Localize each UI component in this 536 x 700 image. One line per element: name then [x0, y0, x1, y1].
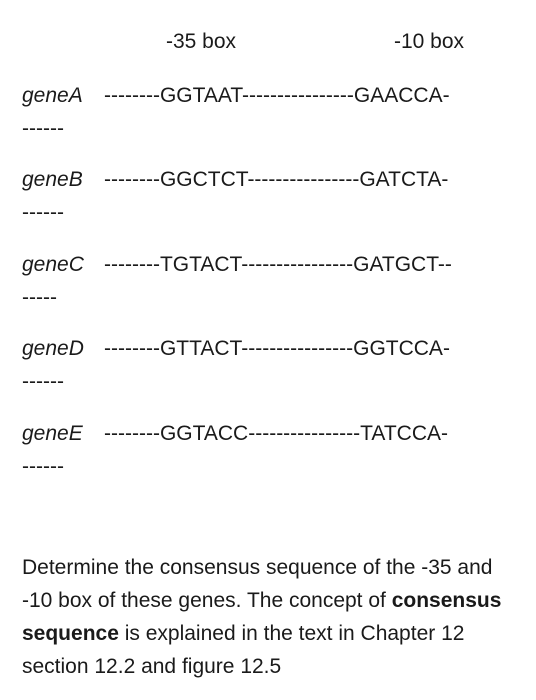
box-10-header: -10 box — [394, 30, 465, 53]
question-part-2: is explained in the text in Chapter 12 s… — [22, 622, 465, 678]
gene-sequence-continuation: ----- — [22, 286, 57, 309]
gene-sequence-continuation: ------ — [22, 201, 64, 224]
gene-name: geneA — [22, 84, 83, 107]
gene-sequence: --------TGTACT----------------GATGCT-- — [104, 253, 452, 276]
gene-name: geneD — [22, 337, 84, 360]
box-35-header: -35 box — [166, 30, 237, 53]
gene-sequence: --------GGTACC----------------TATCCA- — [104, 422, 448, 445]
gene-name: geneC — [22, 253, 84, 276]
gene-sequence: --------GGTAAT----------------GAACCA- — [104, 84, 450, 107]
question-text: Determine the consensus sequence of the … — [22, 551, 522, 683]
gene-name: geneB — [22, 168, 83, 191]
gene-sequence: --------GTTACT----------------GGTCCA- — [104, 337, 450, 360]
question-bold-term: consensus sequence — [22, 589, 502, 645]
gene-sequence-continuation: ------ — [22, 455, 64, 478]
gene-sequence-continuation: ------ — [22, 370, 64, 393]
gene-sequence: --------GGCTCT----------------GATCTA- — [104, 168, 449, 191]
gene-sequence-continuation: ------ — [22, 117, 64, 140]
gene-name: geneE — [22, 422, 83, 445]
question-part-1: Determine the consensus sequence of the … — [22, 556, 493, 612]
